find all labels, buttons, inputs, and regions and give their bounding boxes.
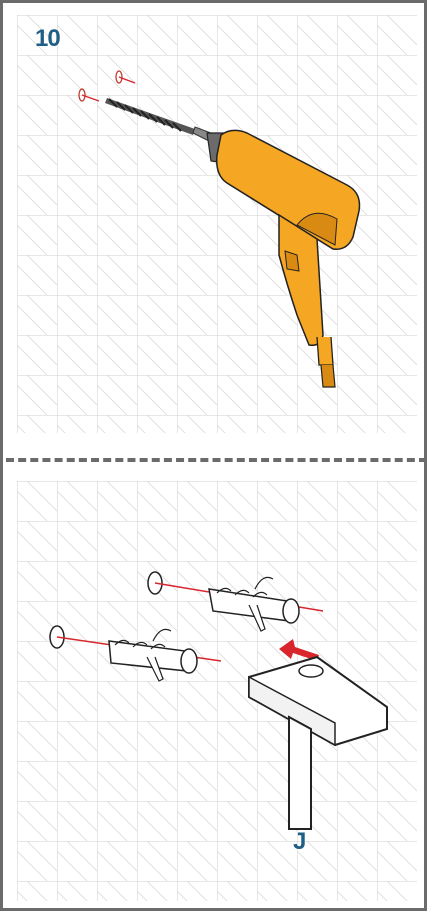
step-number: 10 bbox=[35, 25, 60, 53]
drilling-illustration bbox=[17, 15, 417, 433]
anchor-label: J bbox=[293, 828, 306, 856]
anchors-panel: J bbox=[17, 481, 417, 901]
step-divider bbox=[6, 458, 427, 462]
anchors-illustration bbox=[17, 481, 417, 901]
tile-wall bbox=[17, 15, 417, 433]
drilling-panel: 10 bbox=[17, 15, 417, 433]
